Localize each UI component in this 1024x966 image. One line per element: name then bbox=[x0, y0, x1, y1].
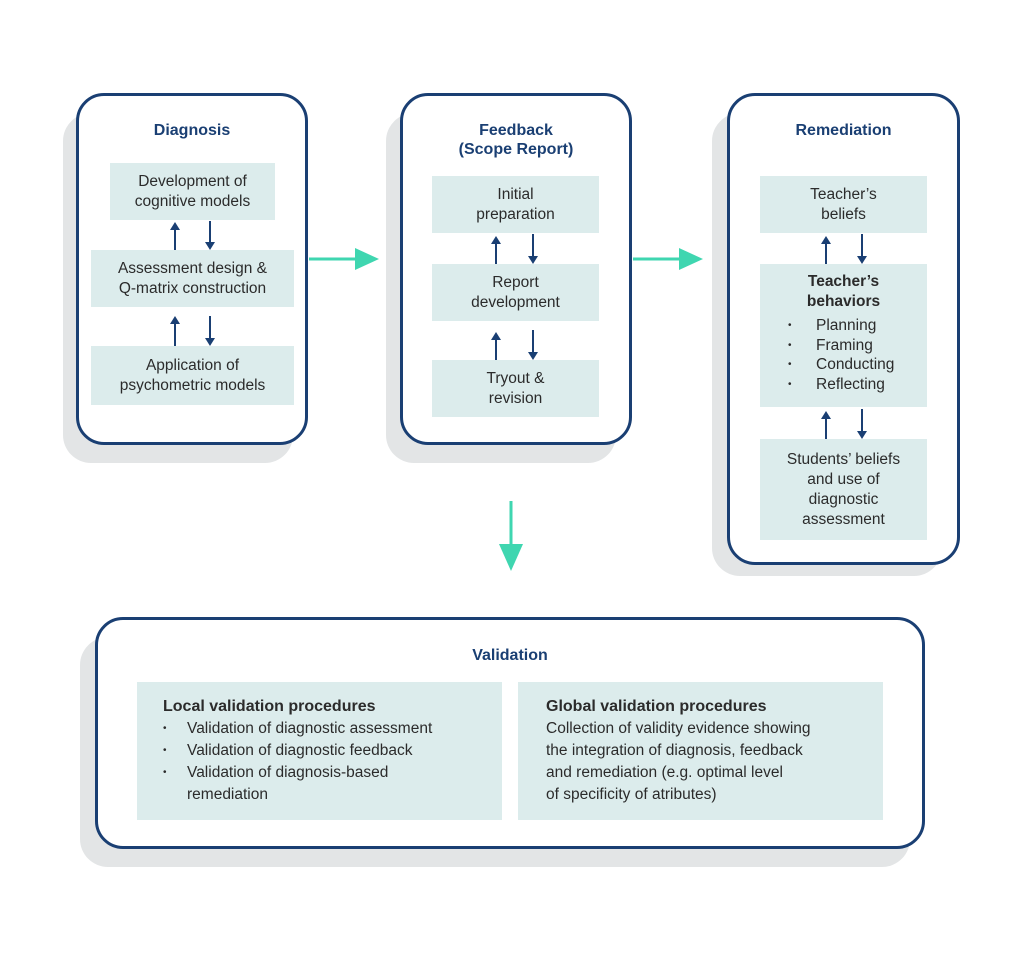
global-validation-line: the integration of diagnosis, feedback bbox=[546, 742, 803, 759]
local-validation-item: Validation of diagnosis-based remediatio… bbox=[163, 762, 486, 806]
box-line: assessment bbox=[802, 510, 885, 528]
behavior-item: Reflecting bbox=[766, 375, 921, 395]
tryout-revision-box: Tryout & revision bbox=[432, 360, 599, 417]
behaviors-heading: Teacher’s bbox=[807, 273, 880, 290]
assessment-design-box: Assessment design & Q-matrix constructio… bbox=[91, 250, 294, 307]
behaviors-heading: behaviors bbox=[806, 293, 881, 310]
teacher-beliefs-box: Teacher’s beliefs bbox=[760, 176, 927, 233]
item-text: Validation of diagnosis-based bbox=[187, 764, 389, 781]
local-validation-box: Local validation procedures Validation o… bbox=[137, 682, 502, 820]
initial-preparation-box: Initial preparation bbox=[432, 176, 599, 233]
box-line: cognitive models bbox=[134, 192, 251, 210]
box-line: Application of bbox=[145, 356, 240, 374]
validation-title: Validation bbox=[472, 647, 548, 664]
box-line: Initial bbox=[497, 185, 534, 203]
behavior-item: Planning bbox=[766, 316, 921, 336]
behavior-item: Framing bbox=[766, 336, 921, 356]
box-line: Tryout & bbox=[486, 369, 545, 387]
behavior-item: Conducting bbox=[766, 355, 921, 375]
cognitive-models-box: Development of cognitive models bbox=[110, 163, 275, 220]
local-validation-item: Validation of diagnostic assessment bbox=[163, 718, 486, 740]
item-text: Validation of diagnostic assessment bbox=[187, 720, 433, 737]
box-line: Report bbox=[492, 273, 539, 291]
item-text: Validation of diagnostic feedback bbox=[187, 742, 413, 759]
local-validation-list: Validation of diagnostic assessment Vali… bbox=[163, 718, 486, 806]
box-line: beliefs bbox=[821, 205, 866, 223]
box-line: development bbox=[471, 293, 560, 311]
box-line: revision bbox=[488, 389, 543, 407]
flow-arrow-feedback-to-remediation bbox=[633, 248, 703, 270]
report-development-box: Report development bbox=[432, 264, 599, 321]
box-line: preparation bbox=[476, 205, 555, 223]
teacher-behaviors-box: Teacher’s behaviors Planning Framing Con… bbox=[760, 264, 927, 407]
box-line: Assessment design & bbox=[117, 259, 268, 277]
global-validation-line: and remediation (e.g. optimal level bbox=[546, 764, 783, 781]
remediation-title: Remediation bbox=[795, 122, 892, 139]
local-validation-item: Validation of diagnostic feedback bbox=[163, 740, 486, 762]
local-validation-heading: Local validation procedures bbox=[163, 698, 376, 715]
box-line: psychometric models bbox=[119, 376, 266, 394]
box-line: Development of bbox=[138, 172, 247, 190]
behaviors-list: Planning Framing Conducting Reflecting bbox=[766, 316, 921, 394]
box-line: Teacher’s bbox=[810, 185, 877, 203]
diagnosis-title: Diagnosis bbox=[153, 122, 231, 139]
flow-arrow-diagnosis-to-feedback bbox=[309, 248, 379, 270]
global-validation-heading: Global validation procedures bbox=[546, 698, 767, 715]
item-text: remediation bbox=[187, 786, 268, 803]
psychometric-models-box: Application of psychometric models bbox=[91, 346, 294, 405]
box-line: Q-matrix construction bbox=[118, 279, 267, 297]
global-validation-line: Collection of validity evidence showing bbox=[546, 720, 811, 737]
title-line: Feedback bbox=[479, 122, 553, 139]
title-line: (Scope Report) bbox=[458, 141, 574, 158]
flow-arrow-to-validation bbox=[499, 501, 523, 571]
feedback-title: Feedback (Scope Report) bbox=[403, 121, 629, 159]
box-line: and use of bbox=[807, 470, 880, 488]
global-validation-box: Global validation procedures Collection … bbox=[518, 682, 883, 820]
global-validation-line: of specificity of atributes) bbox=[546, 786, 717, 803]
students-beliefs-box: Students’ beliefs and use of diagnostic … bbox=[760, 439, 927, 540]
box-line: Students’ beliefs bbox=[786, 450, 901, 468]
box-line: diagnostic bbox=[808, 490, 879, 508]
